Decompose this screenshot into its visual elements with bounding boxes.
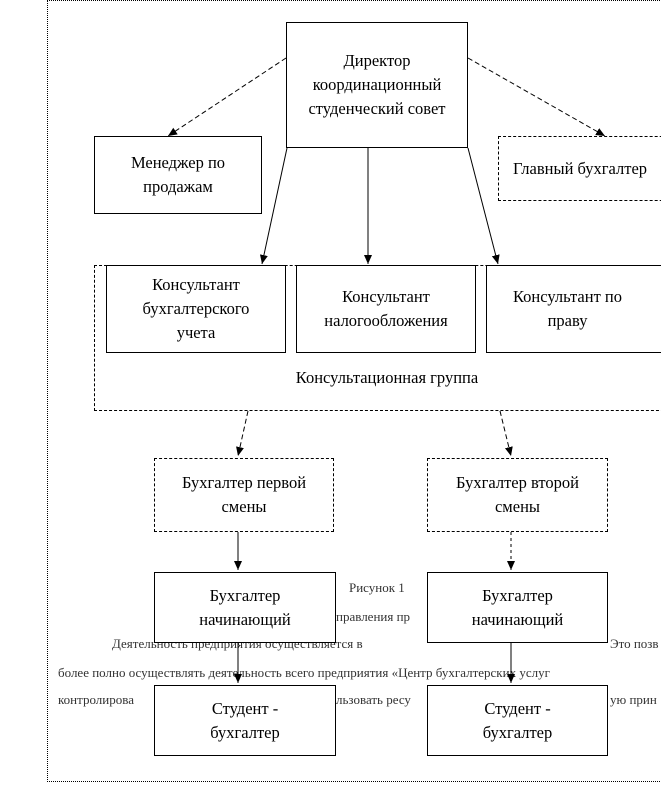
background-text-line4-right: ую прин	[610, 692, 657, 707]
arrow-director-law	[467, 147, 500, 265]
accountant-first-shift-box: Бухгалтер первой смены	[154, 458, 334, 532]
director-box: Директор координационный студенческий со…	[286, 22, 468, 148]
arrow-director-chief	[467, 57, 606, 137]
background-text-line1: правления пр	[336, 609, 411, 624]
page-frame	[47, 0, 661, 782]
consultation-group-label: Консультационная группа	[295, 368, 479, 387]
figure-caption: Рисунок 1	[349, 580, 405, 595]
accountant-second-shift-box: Бухгалтер второй смены	[427, 458, 608, 532]
consultant-tax-box: Консультант налогообложения	[296, 265, 476, 353]
arrow-group-second-shift	[499, 410, 513, 457]
sales-manager-box: Менеджер по продажам	[94, 136, 262, 214]
arrow-director-accounting	[259, 147, 288, 265]
consultant-accounting-box: Консультант бухгалтерского учета	[106, 265, 286, 353]
junior-accountant-box-1: Бухгалтер начинающий	[154, 572, 336, 643]
background-text-line3: более полно осуществлять деятельность вс…	[58, 665, 550, 680]
background-text-line2-right: Это позв	[610, 636, 659, 651]
arrow-group-first-shift	[236, 410, 249, 457]
background-text-line4-left: контролирова	[58, 692, 134, 707]
consultant-law-box: Консультант по праву	[486, 265, 661, 353]
arrow-director-sales	[167, 57, 287, 137]
background-text-line4-mid: льзовать ресу	[336, 692, 411, 707]
chief-accountant-box: Главный бухгалтер	[498, 136, 661, 201]
student-accountant-box-2: Студент - бухгалтер	[427, 685, 608, 756]
student-accountant-box-1: Студент - бухгалтер	[154, 685, 336, 756]
junior-accountant-box-2: Бухгалтер начинающий	[427, 572, 608, 643]
